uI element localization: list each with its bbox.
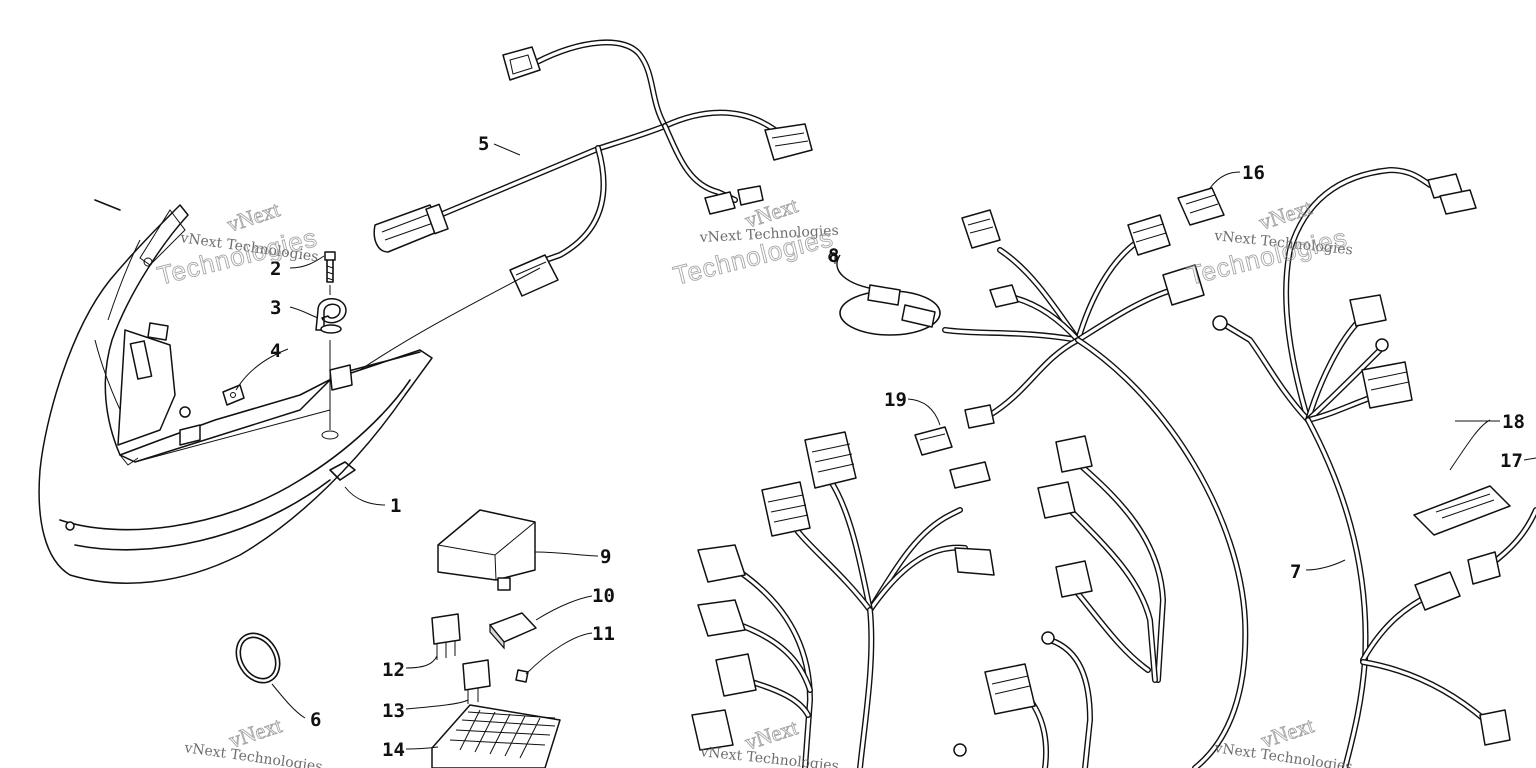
callout-17: 17	[1500, 450, 1523, 472]
leader-lines	[235, 255, 1536, 506]
strap-6	[235, 632, 306, 719]
callout-8: 8	[828, 245, 839, 267]
headlight-assembly	[38, 199, 433, 584]
harness-center	[953, 435, 1166, 768]
watermark-brand: vNext	[224, 196, 283, 236]
harness-8	[828, 209, 1249, 768]
relay-16	[1177, 171, 1241, 226]
watermark-brand: vNext	[1256, 194, 1315, 234]
connector-19	[907, 398, 953, 456]
screw-clamp-parts	[222, 251, 347, 440]
callout-3: 3	[270, 297, 281, 319]
electrical-box-parts	[405, 509, 599, 768]
callout-18: 18	[1502, 411, 1525, 433]
callout-14: 14	[382, 739, 405, 761]
callout-2: 2	[270, 258, 281, 280]
callout-11: 11	[592, 623, 615, 645]
harness-lower-left	[691, 431, 995, 768]
callout-4: 4	[270, 340, 281, 362]
callout-10: 10	[592, 585, 615, 607]
callout-7: 7	[1290, 561, 1301, 583]
callout-6: 6	[310, 709, 321, 731]
callout-1: 1	[390, 495, 401, 517]
callout-labels: 1 2 3 4 5 6 7 8 9 10 11 12 13 14 16 17 1…	[270, 133, 1525, 761]
watermark-line: vNext Technologies	[698, 223, 839, 246]
harness-7	[1212, 167, 1536, 768]
harness-5	[359, 39, 813, 371]
callout-19: 19	[884, 389, 907, 411]
callout-13: 13	[382, 700, 405, 722]
callout-12: 12	[382, 659, 405, 681]
callout-9: 9	[600, 546, 611, 568]
callout-16: 16	[1242, 162, 1265, 184]
callout-5: 5	[478, 133, 489, 155]
